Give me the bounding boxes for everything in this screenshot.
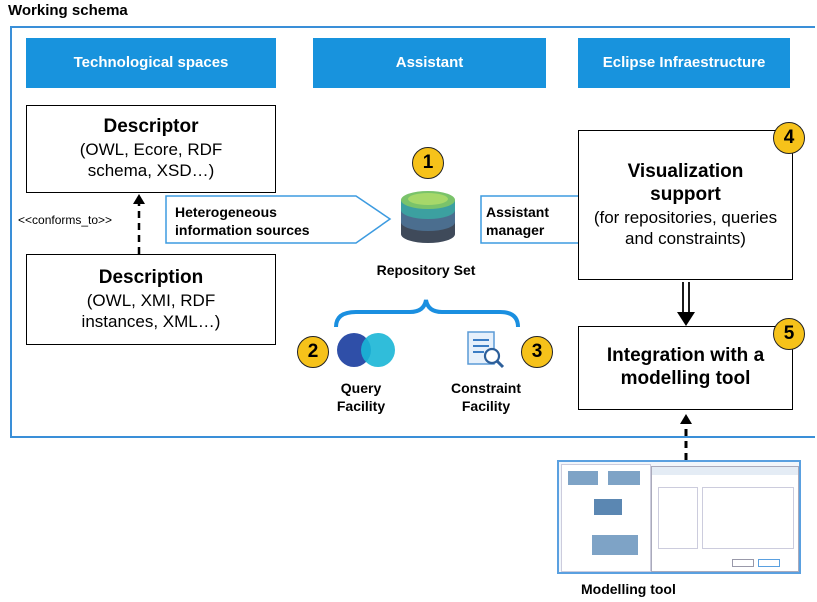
constraint-facility-label: Constraint Facility	[451, 380, 521, 414]
hetero-label: Heterogeneous information sources	[175, 204, 310, 239]
double-arrow-head	[677, 312, 695, 326]
descriptor-title: Descriptor	[103, 116, 199, 138]
description-box: Description (OWL, XMI, RDF instances, XM…	[26, 254, 276, 345]
tool-node	[594, 499, 622, 515]
badge-5: 5	[773, 318, 805, 350]
visualization-title: Visualization support	[627, 160, 744, 205]
tool-dialog-button	[758, 559, 780, 567]
tool-dialog-titlebar	[652, 467, 798, 475]
descriptor-subtitle: (OWL, Ecore, RDF schema, XSD…)	[79, 140, 223, 181]
hetero-arrow-shape	[165, 195, 392, 244]
tool-node	[608, 471, 640, 485]
venn-icon	[337, 333, 395, 367]
conforms-arrow-head	[133, 194, 145, 204]
tool-dialog-button	[732, 559, 754, 567]
tool-arrow-head	[680, 414, 692, 424]
query-facility-label: Query Facility	[336, 380, 386, 414]
visualization-support-box: Visualization support (for repositories,…	[578, 130, 793, 280]
document-search-icon	[467, 331, 505, 369]
tool-diagram-pane	[561, 464, 651, 572]
tool-dialog-table	[702, 487, 794, 549]
description-title: Description	[98, 266, 204, 288]
header-eclipse-infrastructure: Eclipse Infraestructure	[578, 38, 790, 88]
database-icon	[401, 191, 455, 243]
badge-2: 2	[297, 336, 329, 368]
schema-title: Working schema	[8, 2, 128, 19]
modelling-tool-screenshot	[557, 460, 801, 574]
modelling-tool-label: Modelling tool	[581, 581, 676, 597]
header-assistant: Assistant	[313, 38, 546, 88]
badge-1: 1	[412, 147, 444, 179]
facility-brace	[334, 299, 520, 328]
integration-box: Integration with a modelling tool	[578, 326, 793, 410]
descriptor-box: Descriptor (OWL, Ecore, RDF schema, XSD……	[26, 105, 276, 193]
tool-node	[592, 535, 638, 555]
repository-set-label: Repository Set	[376, 262, 476, 278]
tool-dialog	[651, 466, 799, 572]
visualization-subtitle: (for repositories, queries and constrain…	[593, 207, 778, 248]
header-technological-spaces: Technological spaces	[26, 38, 276, 88]
tool-dialog-list	[658, 487, 698, 549]
badge-3: 3	[521, 336, 553, 368]
conforms-to-label: <<conforms_to>>	[18, 213, 113, 227]
tool-node	[568, 471, 598, 485]
assistant-manager-label: Assistant manager	[486, 204, 550, 239]
working-schema-frame	[10, 26, 815, 438]
badge-4: 4	[773, 122, 805, 154]
description-subtitle: (OWL, XMI, RDF instances, XML…)	[81, 290, 221, 331]
integration-title: Integration with a modelling tool	[606, 345, 765, 389]
